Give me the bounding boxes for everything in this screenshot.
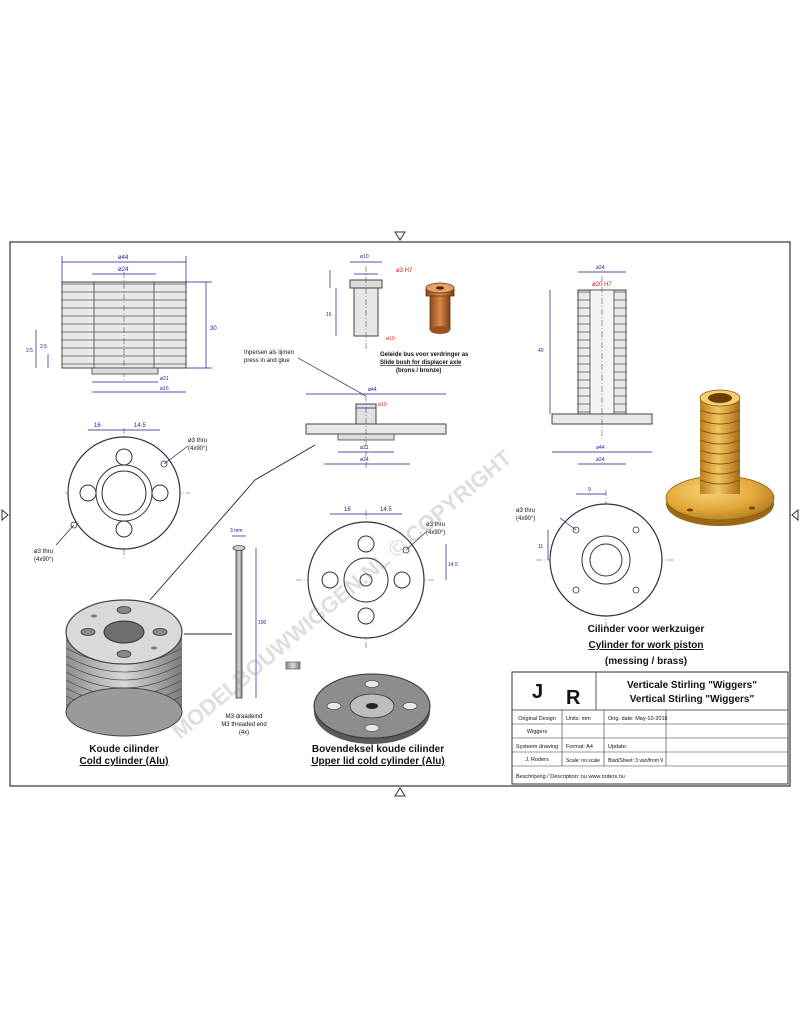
orig-date: Orig. date: May-10-2016 [608, 716, 668, 722]
upper-lid-3d-render [313, 673, 431, 744]
bush-note-en: Slide bush for displacer axle [380, 360, 462, 366]
svg-text:ø24: ø24 [596, 457, 605, 463]
press-fit-note-nl: Inpersen als lijmen [244, 350, 294, 356]
title-block: J R Verticale Stirling "Wiggers" Vertica… [511, 671, 789, 785]
original-design-label: Original Design [518, 716, 556, 722]
svg-text:16: 16 [94, 423, 101, 429]
work-cylinder-caption-en: Cylinder for work piston [588, 640, 703, 651]
hole-note-4: ø3 thru [516, 508, 535, 514]
svg-text:16: 16 [326, 312, 332, 318]
format: Format: A4 [566, 744, 593, 750]
work-cylinder-3d-render [665, 389, 775, 526]
bush-note-nl: Geleide bus voor verdringer as [380, 352, 469, 358]
system-drawing-value: J. Roders [525, 757, 549, 763]
cold-cylinder-caption: Koude cilinder Cold cylinder (Alu) [80, 744, 169, 767]
m3-threaded-rod: 3 mm 100 M3 draadeind M3 threaded end (4… [221, 528, 301, 736]
svg-text:14.5: 14.5 [448, 562, 458, 568]
work-cylinder-section-view: ø24 ø20 H7 40 ø44 ø24 [538, 265, 653, 465]
leader-line-assembly [149, 444, 316, 601]
rod-note-qty: (4x) [239, 730, 249, 736]
upper-lid-section-view: ø44 ø10 ø21 ø24 [305, 387, 447, 470]
update: Update: [608, 744, 628, 750]
svg-text:ø24: ø24 [118, 267, 129, 273]
bronze-bush-render [425, 282, 455, 334]
work-cylinder-caption: Cilinder voor werkzuiger Cylinder for wo… [588, 624, 705, 667]
title-nl: Verticale Stirling "Wiggers" [627, 680, 757, 691]
svg-text:ø24: ø24 [596, 265, 605, 271]
cold-cylinder-top-view: 16 14.5 ø3 thru (4x90°) ø3 thru (4x90°) [34, 423, 207, 563]
svg-text:ø10: ø10 [360, 254, 369, 260]
units: Units: mm [566, 716, 591, 722]
rod-note-nl: M3 draadeind [226, 714, 263, 720]
cold-cylinder-3d-render [65, 599, 183, 737]
bush-note-material: (brons / bronze) [396, 368, 441, 374]
svg-text:ø44: ø44 [596, 445, 605, 451]
initials-r: R [566, 687, 581, 709]
initials-j: J [532, 681, 543, 703]
hole-note-4b: (4x90°) [516, 516, 535, 522]
sheet-number: Blad/Sheet: 3 van/from 9 [608, 758, 663, 764]
svg-text:ø20 H7: ø20 H7 [592, 282, 612, 288]
svg-text:16: 16 [344, 507, 351, 513]
upper-lid-caption-nl: Bovendeksel koude cilinder [312, 744, 444, 755]
svg-text:2.5: 2.5 [26, 348, 33, 354]
svg-text:11: 11 [538, 544, 543, 550]
work-cylinder-top-view: 9 11 ø3 thru (4x90°) [516, 487, 676, 630]
svg-text:ø10: ø10 [386, 336, 395, 342]
rod-note-en: M3 threaded end [221, 722, 266, 728]
svg-text:100: 100 [258, 620, 267, 626]
svg-text:ø24: ø24 [360, 457, 369, 463]
hole-note-2: ø3 thru [34, 549, 53, 555]
upper-lid-caption-en: Upper lid cold cylinder (Alu) [311, 756, 444, 767]
hole-note-1: ø3 thru [188, 438, 207, 444]
svg-text:30: 30 [210, 326, 217, 332]
hole-note-3b: (4x90°) [426, 530, 445, 536]
svg-text:3 mm: 3 mm [230, 528, 243, 534]
hole-note-3: ø3 thru [426, 522, 445, 528]
slide-bush-section-view: ø10 ø3 H7 16 ø10 Inpersen als lijmen pre… [244, 254, 469, 397]
svg-text:ø10: ø10 [378, 402, 387, 408]
hole-note-1b: (4x90°) [188, 446, 207, 452]
upper-lid-caption: Bovendeksel koude cilinder Upper lid col… [311, 744, 444, 767]
svg-text:ø21: ø21 [360, 445, 369, 451]
original-design-value: Wiggers [527, 729, 547, 735]
work-cylinder-caption-material: (messing / brass) [605, 656, 687, 667]
upper-lid-top-view: 16 14.5 14.5 ø3 thru (4x90°) [296, 507, 458, 650]
hole-note-2b: (4x90°) [34, 557, 53, 563]
svg-text:ø44: ø44 [368, 387, 377, 393]
svg-text:14.5: 14.5 [134, 423, 146, 429]
scale: Scale: no scale [566, 758, 600, 764]
description: Beschrijving / Description: nu www.roder… [516, 774, 625, 780]
cold-cylinder-caption-nl: Koude cilinder [89, 744, 159, 755]
press-fit-note-en: press in and glue [244, 358, 290, 364]
svg-text:40: 40 [538, 348, 544, 354]
svg-text:9: 9 [588, 487, 591, 493]
svg-text:2.5: 2.5 [40, 344, 47, 350]
svg-text:ø16: ø16 [160, 386, 169, 392]
title-en: Vertical Stirling "Wiggers" [630, 694, 755, 705]
svg-text:ø21: ø21 [160, 376, 169, 382]
work-cylinder-caption-nl: Cilinder voor werkzuiger [588, 624, 705, 635]
cold-cylinder-caption-en: Cold cylinder (Alu) [80, 756, 169, 767]
svg-text:ø3 H7: ø3 H7 [396, 268, 413, 274]
cold-cylinder-section-view: ø44 ø24 30 2.5 2.5 ø21 ø16 [26, 255, 217, 393]
svg-text:ø44: ø44 [118, 255, 129, 261]
system-drawing-label: Systeem drawing [516, 744, 558, 750]
svg-text:14.5: 14.5 [380, 507, 392, 513]
